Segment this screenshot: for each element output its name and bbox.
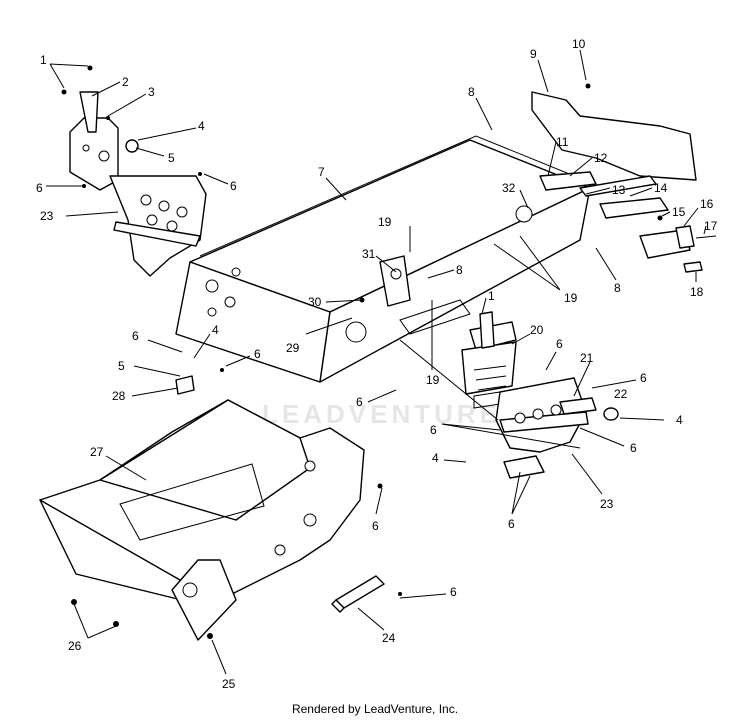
callout: 5 (118, 359, 125, 373)
callout: 22 (614, 387, 628, 401)
callout: 2 (122, 75, 129, 89)
callout: 25 (222, 677, 236, 691)
callout: 6 (254, 347, 261, 361)
callout: 6 (630, 441, 637, 455)
callout: 17 (704, 219, 718, 233)
callout: 23 (40, 209, 54, 223)
callout-labels: 1 2 3 4 5 6 6 23 7 8 9 10 11 12 32 13 14… (36, 37, 718, 691)
callout: 6 (640, 371, 647, 385)
callout: 6 (132, 329, 139, 343)
callout: 6 (508, 517, 515, 531)
callout: 8 (468, 85, 475, 99)
callout: 26 (68, 639, 82, 653)
center-mount (461, 311, 517, 409)
callout: 6 (356, 395, 363, 409)
callout: 18 (690, 285, 704, 299)
callout: 4 (676, 413, 683, 427)
callout: 4 (198, 119, 205, 133)
callout: 19 (378, 215, 392, 229)
callout: 19 (564, 291, 578, 305)
callout: 23 (600, 497, 614, 511)
callout: 32 (502, 181, 516, 195)
callout: 15 (672, 205, 686, 219)
callout: 20 (530, 323, 544, 337)
callout: 6 (556, 337, 563, 351)
callout: 1 (40, 53, 47, 67)
callout: 7 (318, 165, 325, 179)
callout: 28 (112, 389, 126, 403)
upper-left-bracket (61, 65, 202, 191)
left-hinge-bracket (109, 175, 207, 277)
callout: 9 (530, 47, 537, 61)
callout: 14 (654, 181, 668, 195)
callout: 8 (614, 281, 621, 295)
callout: 30 (308, 295, 322, 309)
callout: 10 (572, 37, 586, 51)
callout: 6 (230, 179, 237, 193)
callout: 16 (700, 197, 714, 211)
callout: 19 (426, 373, 440, 387)
callout: 5 (168, 151, 175, 165)
callout: 4 (432, 451, 439, 465)
watermark: LEADVENTURE (262, 399, 501, 429)
main-frame-rail (175, 135, 595, 383)
rear-plate (531, 83, 697, 181)
lower-chassis-pan (39, 368, 383, 641)
small-bracket (331, 575, 402, 613)
callout: 27 (90, 445, 104, 459)
callout: 11 (556, 135, 569, 149)
callout: 31 (362, 247, 376, 261)
callout: 6 (450, 585, 457, 599)
callout: 13 (612, 183, 626, 197)
callout: 1 (488, 289, 495, 303)
callout: 3 (148, 85, 155, 99)
callout: 24 (382, 631, 396, 645)
right-hinge-bracket (495, 377, 619, 479)
callout: 6 (372, 519, 379, 533)
callout: 6 (430, 423, 437, 437)
callout: 8 (456, 263, 463, 277)
callout: 29 (286, 341, 300, 355)
footer-credit: Rendered by LeadVenture, Inc. (291, 702, 459, 716)
callout: 12 (594, 151, 608, 165)
callout: 4 (212, 323, 219, 337)
callout: 21 (580, 351, 594, 365)
callout: 6 (36, 181, 43, 195)
leader-lines (46, 49, 707, 675)
